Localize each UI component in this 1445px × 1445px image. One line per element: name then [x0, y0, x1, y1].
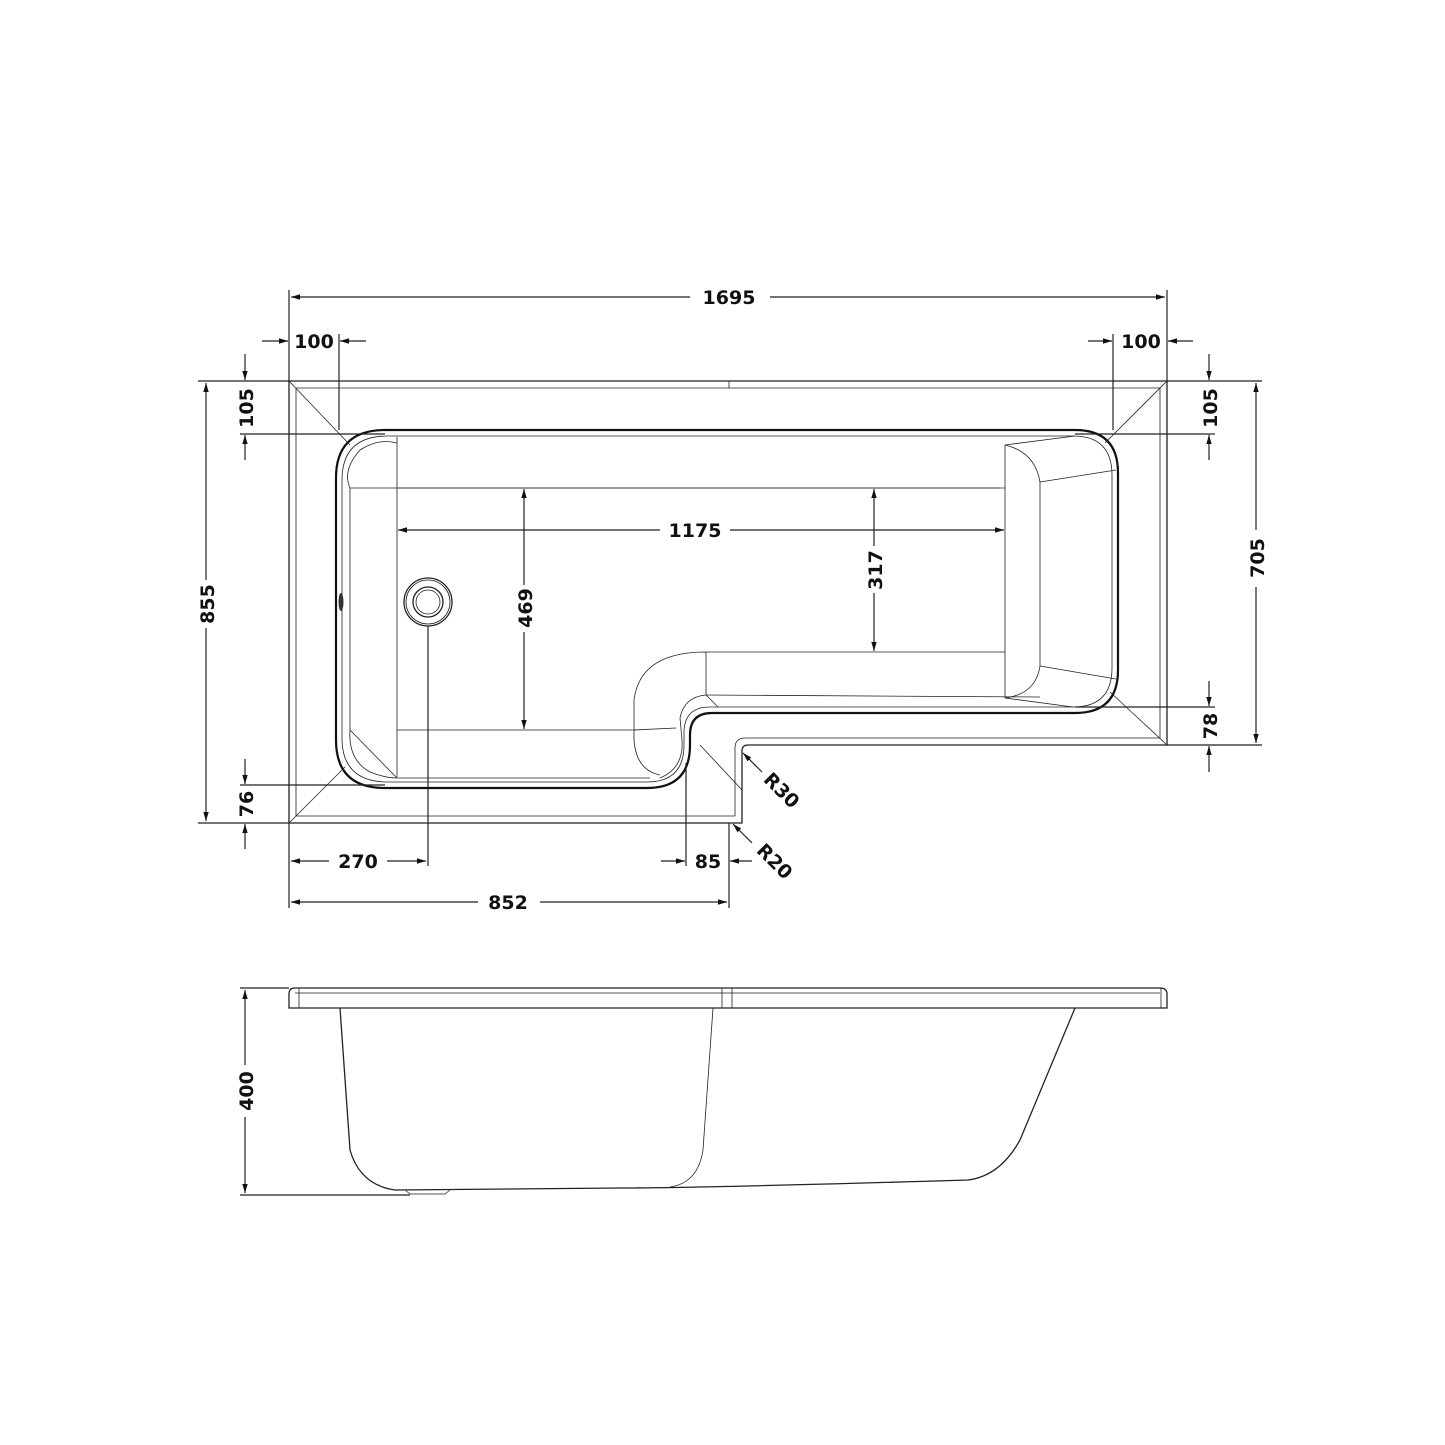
basin-floor-left-chamfer	[349, 729, 398, 779]
dim-height: 400	[236, 987, 410, 1196]
label-78: 78	[1200, 713, 1222, 739]
label-852: 852	[488, 892, 528, 914]
dim-rim-left: 100	[262, 331, 366, 430]
dim-rim-top-right: 105	[1075, 354, 1262, 460]
corner-line-bl	[288, 766, 346, 824]
label-400: 400	[236, 1071, 258, 1111]
label-705: 705	[1247, 538, 1269, 578]
label-76: 76	[236, 791, 258, 817]
basin-floor-bottom	[397, 729, 650, 779]
label-855: 855	[197, 584, 219, 624]
overflow-icon	[338, 593, 344, 611]
backrest-outline	[397, 435, 1117, 708]
dim-shower-section-length: 852	[291, 892, 727, 914]
label-1175: 1175	[669, 520, 722, 542]
dim-overall-length: 1695	[288, 287, 1168, 381]
label-r30: R30	[759, 768, 804, 813]
step-divider	[633, 727, 677, 731]
basin-inner-edge	[341, 435, 1113, 783]
step-profile-line	[669, 1007, 714, 1188]
basin-floor-right	[705, 651, 1041, 698]
step-curve	[633, 651, 707, 779]
label-105-left: 105	[236, 388, 258, 428]
basin-outline	[334, 428, 1120, 790]
dim-overall-width-left: 855	[197, 383, 289, 824]
outer-rim-inner-edge	[295, 387, 1161, 817]
step-chamfer	[705, 694, 719, 708]
label-469: 469	[515, 588, 537, 628]
label-1695: 1695	[703, 287, 756, 309]
bath-body-profile	[339, 1007, 1076, 1191]
side-elevation: 400	[236, 987, 1168, 1196]
label-317: 317	[865, 550, 887, 590]
dim-inner-width-right: 317	[865, 489, 887, 651]
label-100-right: 100	[1121, 331, 1161, 353]
label-r20: R20	[752, 839, 797, 884]
dim-rim-bottom-right: 78	[1075, 681, 1222, 772]
dim-step-offset: 85	[661, 763, 752, 908]
label-105-right: 105	[1200, 388, 1222, 428]
label-270: 270	[338, 851, 378, 873]
dim-rim-right: 100	[1088, 331, 1193, 430]
dim-radius-r30: R30	[742, 752, 804, 813]
drain-icon	[403, 577, 453, 627]
rim-profile	[288, 987, 1168, 1009]
dim-inner-width-left: 469	[515, 489, 537, 729]
label-85: 85	[695, 851, 721, 873]
corner-line-tl	[288, 380, 351, 446]
dim-rim-top-left: 105	[198, 354, 385, 460]
dim-radius-r20: R20	[732, 823, 797, 884]
waste-outlet-icon	[404, 1189, 451, 1195]
corner-line-step	[699, 744, 743, 791]
outer-rim-outline	[288, 380, 1168, 824]
label-100-left: 100	[294, 331, 334, 353]
corner-line-tr	[1104, 380, 1168, 444]
dim-waste-offset: 270	[288, 626, 429, 908]
corner-line-br	[1109, 691, 1168, 746]
plan-view: 1695 100 100 105	[197, 287, 1269, 914]
dim-width-right: 705	[1167, 383, 1269, 746]
dim-inner-length: 1175	[398, 520, 1004, 542]
dim-rim-bottom-left: 76	[236, 759, 385, 849]
